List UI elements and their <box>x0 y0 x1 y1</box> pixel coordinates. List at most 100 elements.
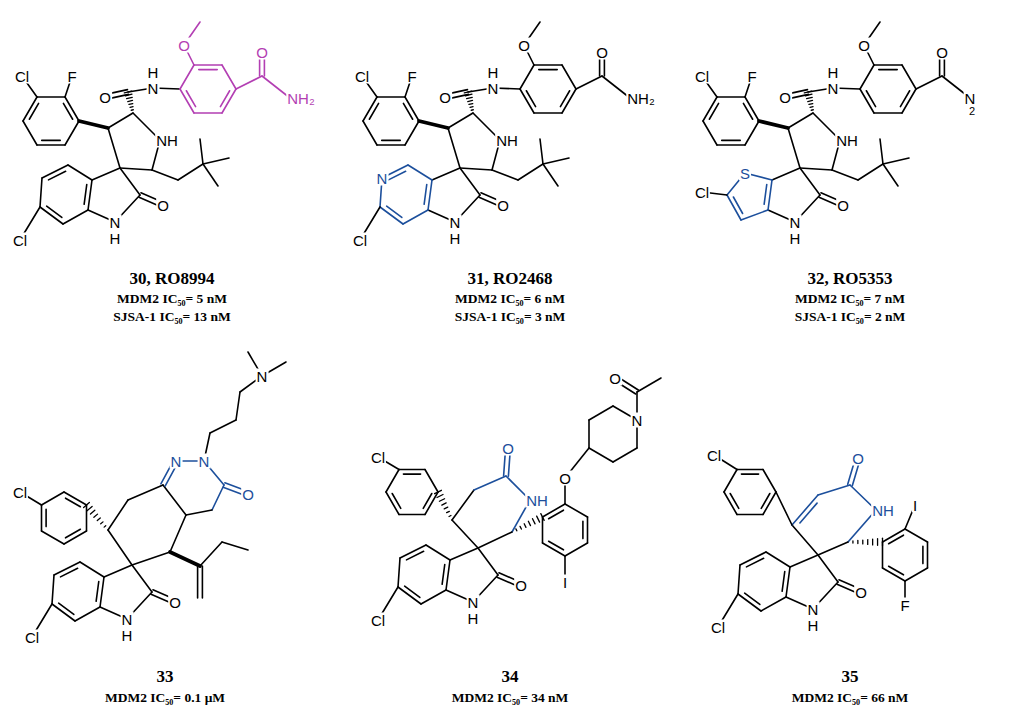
atom-label: N <box>376 171 389 186</box>
bond-line <box>203 164 218 186</box>
activity-value: SJSA-1 IC₅₀= 13 nM <box>113 310 230 324</box>
atom-label: Cl <box>14 69 30 84</box>
atom-label: Cl <box>706 448 722 463</box>
bond-line <box>788 128 800 168</box>
bond-line <box>52 604 75 621</box>
bond-line <box>768 180 772 210</box>
bond-line <box>637 378 661 392</box>
bond-line <box>424 184 427 204</box>
bond-line <box>809 103 813 105</box>
bond-line <box>492 170 518 180</box>
atom-label: Cl <box>12 485 28 500</box>
bond-line <box>613 448 637 462</box>
bond-line <box>101 522 103 524</box>
bond-line <box>782 571 785 591</box>
bond-line <box>130 106 133 108</box>
bond-line <box>403 103 412 119</box>
bond-line <box>421 590 446 604</box>
bond-line <box>186 510 212 515</box>
atom-label: H <box>147 65 160 80</box>
compound-name: 34 <box>502 668 519 685</box>
atom-label: Cl <box>370 450 386 465</box>
bond-line <box>186 91 195 107</box>
bond-line <box>542 517 544 543</box>
bond-line <box>200 542 222 566</box>
bond-line <box>759 121 788 128</box>
bond-line <box>222 65 236 89</box>
bond-line <box>426 545 450 560</box>
bond-line <box>772 168 800 180</box>
compound-name: 31, RO2468 <box>468 270 553 287</box>
bond-line <box>874 64 902 66</box>
bond-line <box>746 558 763 567</box>
bond-line <box>905 568 928 581</box>
atom-label: O <box>501 441 515 456</box>
bond-line <box>45 509 47 526</box>
atom-label: O <box>608 371 622 386</box>
bond-line <box>474 476 506 490</box>
atom-label: NH <box>871 503 895 518</box>
bond-line <box>203 158 229 164</box>
atom-label: O <box>935 45 949 60</box>
bond-line <box>537 516 540 522</box>
bond-line <box>800 503 817 523</box>
bond-line <box>722 140 740 142</box>
bond-line <box>97 518 100 521</box>
bond-line <box>776 492 792 525</box>
atom-label: O <box>854 585 868 600</box>
atom-label: Cl <box>354 69 370 84</box>
activity-value: SJSA-1 IC₅₀= 3 nM <box>455 310 566 324</box>
bond-line <box>469 103 473 105</box>
bond-line <box>790 555 818 567</box>
bond-line <box>447 511 450 512</box>
bond-line <box>883 164 898 186</box>
atom-label: N <box>631 413 644 428</box>
compound-name: 33 <box>157 668 174 685</box>
atom-label: NH <box>835 133 859 148</box>
bond-line <box>549 510 564 519</box>
bond-line <box>212 485 224 510</box>
bond-line <box>761 597 786 611</box>
bond-line <box>120 168 140 195</box>
bond-line <box>589 406 613 420</box>
atom-label: H <box>121 628 134 643</box>
bond-line <box>741 473 758 475</box>
bond-line <box>916 76 942 89</box>
bond-line <box>42 492 65 505</box>
bond-line <box>127 97 133 98</box>
bond-line <box>468 100 473 101</box>
bond-line <box>743 103 752 119</box>
bond-line <box>60 568 77 577</box>
activity-value: MDM2 IC₅₀= 66 nM <box>792 691 909 705</box>
atom-label: O <box>514 578 528 593</box>
bond-line <box>792 495 818 525</box>
bond-line <box>533 519 536 524</box>
bond-line <box>709 103 718 119</box>
bond-line <box>889 566 904 575</box>
atom-label: N <box>789 215 802 230</box>
bond-line <box>539 69 557 71</box>
bond-line <box>818 542 848 555</box>
bond-line <box>811 109 813 111</box>
bond-line <box>132 565 152 592</box>
bond-line <box>88 180 92 210</box>
bond-line <box>87 506 92 510</box>
bond-line <box>47 206 62 217</box>
bond-line <box>788 113 813 128</box>
bond-line <box>737 514 763 516</box>
bond-line <box>66 498 81 507</box>
bond-line <box>132 552 170 565</box>
bond-line <box>37 144 65 146</box>
bond-line <box>724 470 737 493</box>
bond-line <box>222 542 248 550</box>
bond-line <box>128 485 163 500</box>
atom-label: N <box>198 454 211 469</box>
bond-line <box>178 164 203 180</box>
bond-line <box>882 542 884 568</box>
bond-line <box>236 76 262 89</box>
bond-line <box>857 540 858 543</box>
bond-line <box>41 505 43 531</box>
atom-label: Cl <box>24 630 40 645</box>
bond-line <box>745 593 760 604</box>
